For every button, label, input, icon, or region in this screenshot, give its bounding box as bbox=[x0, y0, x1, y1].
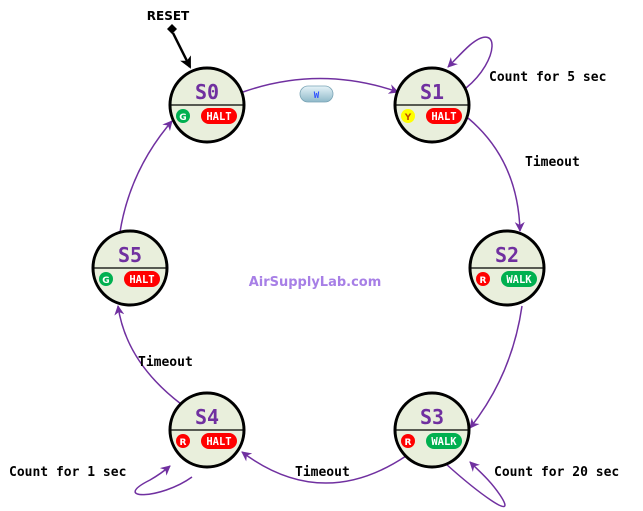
label-count-1: Count for 1 sec bbox=[9, 465, 126, 480]
label-timeout-s4: Timeout bbox=[138, 355, 193, 370]
edge-s1-s2 bbox=[467, 117, 525, 232]
pedestrian-badge bbox=[426, 433, 462, 449]
reset-label: RESET bbox=[147, 9, 190, 23]
edge-s4-s5 bbox=[114, 305, 182, 405]
pedestrian-label: HALT bbox=[206, 436, 231, 448]
state-name: S4 bbox=[195, 405, 219, 429]
light-indicator-icon bbox=[476, 272, 490, 286]
reset-diamond-icon bbox=[167, 24, 177, 34]
state-name: S5 bbox=[118, 243, 142, 267]
light-label: R bbox=[480, 276, 487, 286]
edge-s4-s4 bbox=[134, 465, 193, 496]
light-indicator-icon bbox=[176, 109, 190, 123]
state-s2: S2R WALK bbox=[468, 229, 546, 307]
edge-s3-s4 bbox=[241, 451, 407, 484]
pedestrian-label: WALK bbox=[431, 436, 457, 448]
state-name: S2 bbox=[495, 243, 519, 267]
edge-s1-s1 bbox=[447, 36, 493, 89]
pedestrian-label: HALT bbox=[206, 111, 231, 123]
edge-s3-s3 bbox=[445, 461, 506, 508]
w-pill: W bbox=[299, 85, 334, 103]
state-s5: S5G HALT bbox=[91, 229, 169, 307]
light-indicator-icon bbox=[99, 272, 113, 286]
state-name: S0 bbox=[195, 80, 219, 104]
pedestrian-badge bbox=[501, 271, 537, 287]
pedestrian-badge bbox=[201, 108, 237, 124]
light-label: G bbox=[102, 276, 109, 286]
state-s3: S3R WALK bbox=[393, 391, 471, 469]
pedestrian-label: WALK bbox=[506, 274, 532, 286]
light-label: R bbox=[405, 438, 412, 448]
state-s4: S4R HALT bbox=[168, 391, 246, 469]
state-name: S1 bbox=[420, 80, 444, 104]
light-indicator-icon bbox=[176, 434, 190, 448]
state-s0: S0G HALT bbox=[168, 66, 246, 144]
label-timeout-s1: Timeout bbox=[525, 155, 580, 170]
pedestrian-badge bbox=[124, 271, 160, 287]
light-indicator-icon bbox=[401, 434, 415, 448]
reset-arrow bbox=[171, 32, 192, 69]
label-timeout-s3: Timeout bbox=[295, 465, 350, 480]
state-s1: S1Y HALT bbox=[393, 66, 471, 144]
edge-s2-s3 bbox=[469, 305, 523, 429]
pedestrian-badge bbox=[201, 433, 237, 449]
label-count-5: Count for 5 sec bbox=[489, 70, 606, 85]
watermark: AirSupplyLab.com bbox=[249, 275, 382, 290]
light-label: G bbox=[179, 113, 186, 123]
edge-s0-s1 bbox=[242, 77, 399, 94]
label-w: W bbox=[314, 91, 320, 101]
light-indicator-icon bbox=[401, 109, 415, 123]
label-count-20: Count for 20 sec bbox=[494, 465, 619, 480]
pedestrian-label: HALT bbox=[129, 274, 154, 286]
edge-s5-s0 bbox=[119, 120, 173, 233]
light-label: R bbox=[180, 438, 187, 448]
light-label: Y bbox=[404, 113, 412, 123]
pedestrian-badge bbox=[426, 108, 462, 124]
state-name: S3 bbox=[420, 405, 444, 429]
pedestrian-label: HALT bbox=[431, 111, 456, 123]
